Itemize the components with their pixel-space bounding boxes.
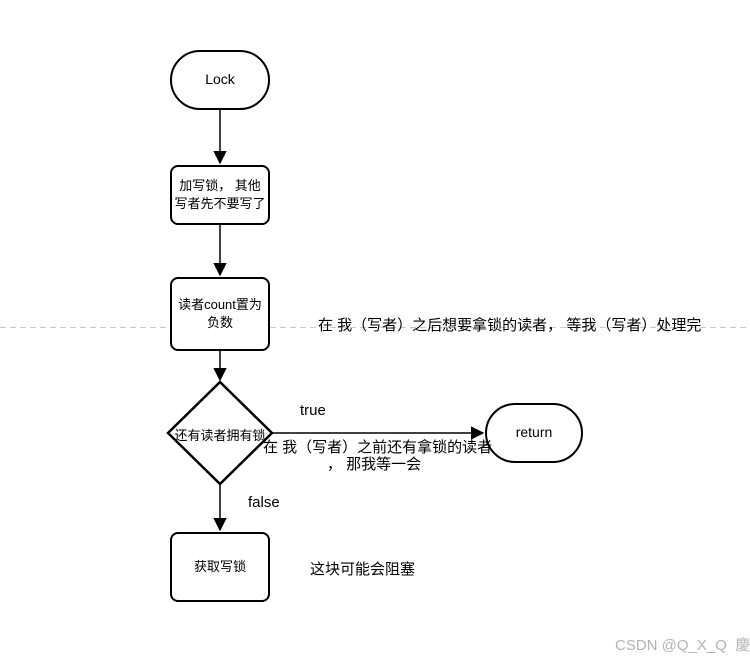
csdn-watermark: CSDN @Q_X_Q 慶 — [615, 637, 750, 654]
node-reader-count-line2: 负数 — [206, 315, 233, 330]
node-reader-count-line1: 读者count置为 — [178, 296, 262, 312]
decision-diamond-shape — [166, 380, 274, 486]
annotation-readers-after: 在 我（写者）之后想要拿锁的读者， 等我（写者）处理完 — [318, 317, 702, 334]
node-add-write-lock-line2: 写者先不要写了 — [174, 196, 266, 211]
node-add-write-lock: 加写锁， 其他 写者先不要写了 — [170, 165, 270, 225]
annotation-readers-before-line1: 在 我（写者）之前还有拿锁的读者 — [263, 439, 493, 456]
node-decision-label: 还有读者拥有锁 — [174, 428, 266, 443]
edge-label-true: true — [300, 402, 326, 419]
node-reader-count: 读者count置为 负数 — [170, 277, 270, 351]
annotation-may-block: 这块可能会阻塞 — [310, 561, 416, 578]
node-acquire-write-lock: 获取写锁 — [170, 532, 270, 602]
node-return-label: return — [515, 424, 553, 441]
annotation-readers-before-line2: ， 那我等一会 — [326, 456, 422, 474]
node-lock-label: Lock — [205, 71, 235, 88]
node-return: return — [485, 403, 583, 463]
annotation-readers-before: 在 我（写者）之前还有拿锁的读者 ， 那我等一会 — [263, 439, 493, 474]
node-add-write-lock-line1: 加写锁， 其他 — [179, 177, 261, 193]
node-lock-start: Lock — [170, 50, 270, 110]
node-acquire-write-lock-label: 获取写锁 — [193, 558, 246, 574]
edge-label-false: false — [248, 494, 280, 511]
